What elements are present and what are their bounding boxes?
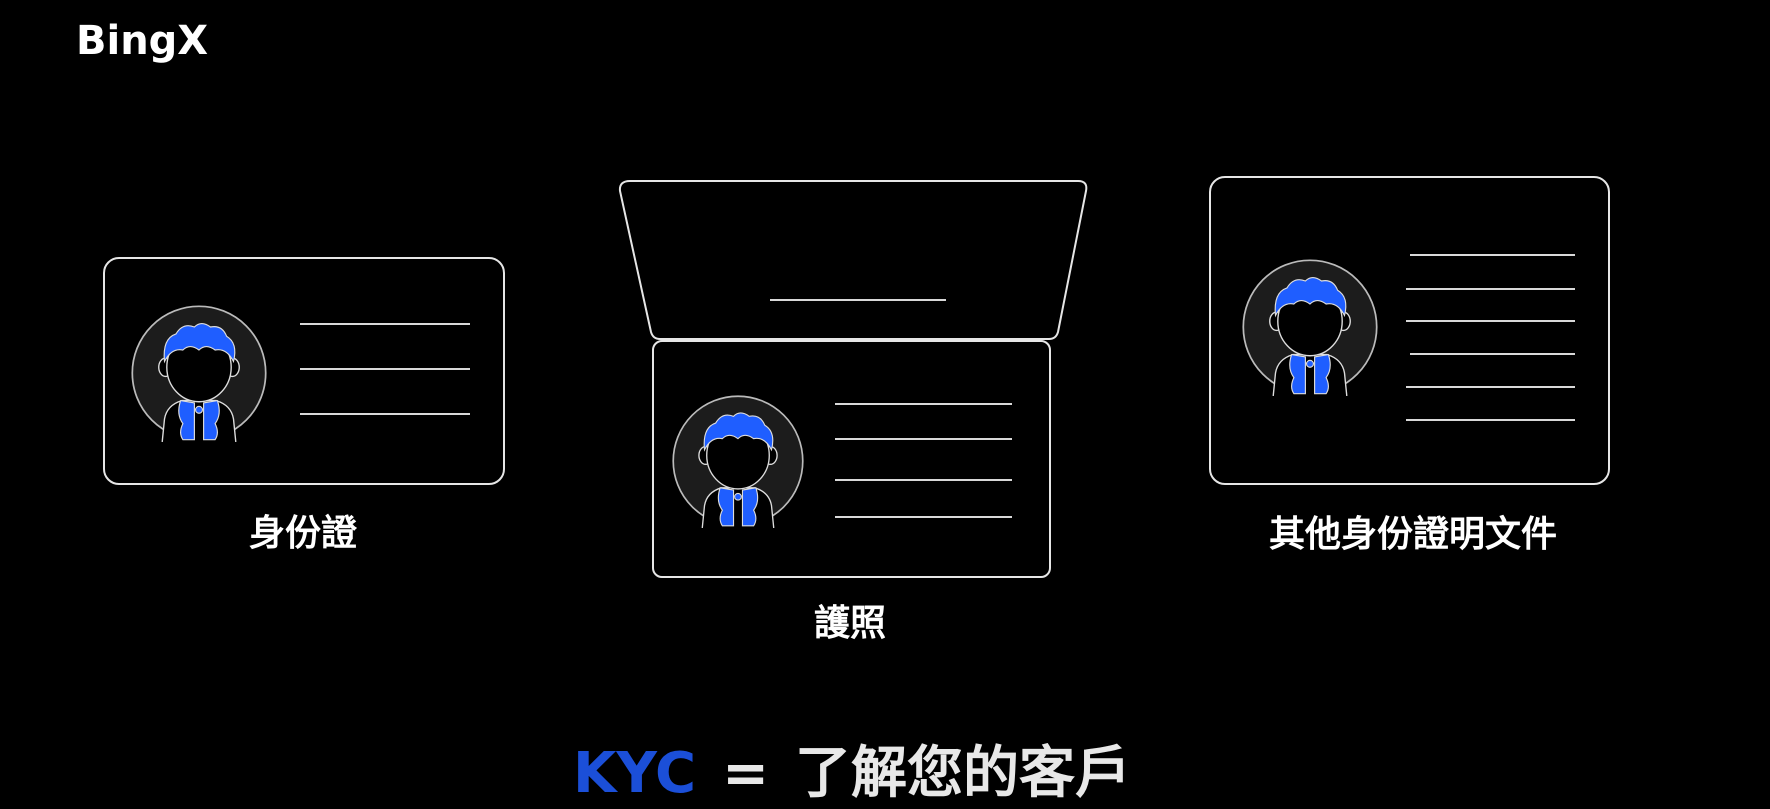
id-card-label: 身份證 bbox=[248, 513, 358, 554]
avatar-icon bbox=[130, 304, 268, 443]
text-line bbox=[1406, 386, 1575, 388]
passport-label: 護照 bbox=[813, 603, 887, 644]
other-id-label: 其他身份證明文件 bbox=[1268, 514, 1558, 555]
text-line bbox=[835, 516, 1012, 518]
text-line bbox=[835, 403, 1012, 405]
text-line bbox=[835, 479, 1012, 481]
text-line bbox=[835, 438, 1012, 440]
text-line bbox=[300, 413, 470, 415]
bingx-logo: BingX bbox=[76, 18, 209, 64]
kyc-acronym: KYC bbox=[573, 741, 697, 806]
text-line bbox=[300, 368, 470, 370]
avatar-icon bbox=[1241, 258, 1379, 397]
kyc-caption: KYC = 了解您的客戶 bbox=[573, 728, 1131, 809]
kyc-meaning: 了解您的客戶 bbox=[794, 741, 1131, 806]
avatar-icon bbox=[671, 394, 805, 529]
equals-sign: = bbox=[722, 741, 769, 806]
text-line bbox=[1406, 320, 1575, 322]
text-line bbox=[1406, 288, 1575, 290]
text-line bbox=[1406, 419, 1575, 421]
id-card bbox=[103, 257, 505, 485]
text-line bbox=[1410, 353, 1575, 355]
other-id-document bbox=[1209, 176, 1610, 485]
text-line bbox=[300, 323, 470, 325]
text-line bbox=[1410, 254, 1575, 256]
passport-page bbox=[652, 340, 1051, 578]
